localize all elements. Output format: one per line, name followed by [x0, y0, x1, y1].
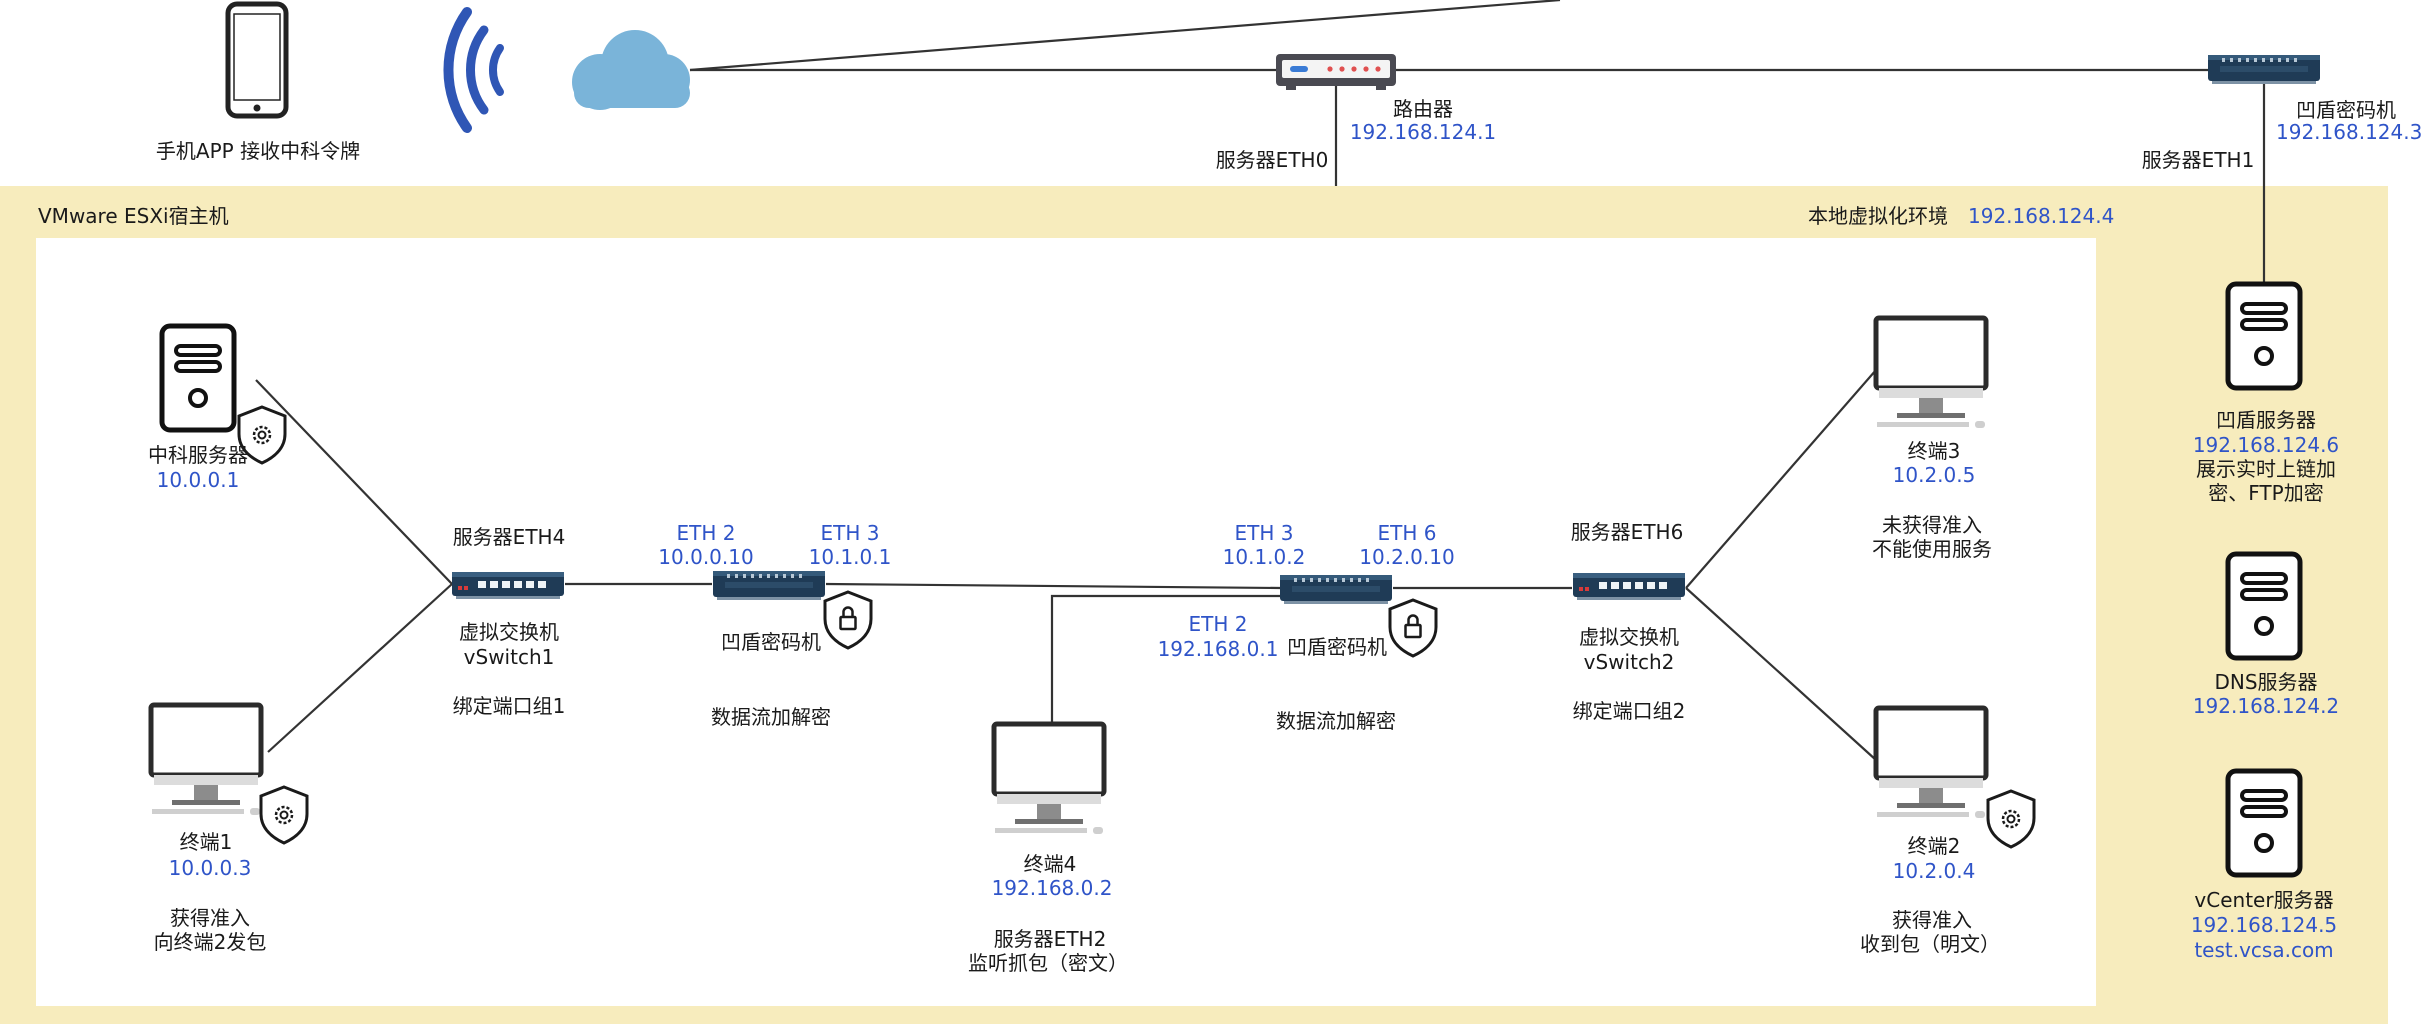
- terminal2-label: 终端2: [1907, 834, 1961, 858]
- terminal4-ip: 192.168.0.2: [991, 876, 1113, 900]
- vcenter-server-host: test.vcsa.com: [2194, 938, 2334, 962]
- link-cloud-top-right: [689, 0, 1561, 72]
- crypto-machine-icon: [713, 571, 825, 600]
- server-icon: [2228, 771, 2300, 875]
- terminal1-note1: 获得准入: [170, 906, 250, 930]
- server-icon: [2228, 554, 2300, 658]
- crypto-machine-icon: [2208, 55, 2320, 84]
- crypto2-eth-b: ETH 6: [1377, 521, 1437, 545]
- crypto1-ip-b: 10.1.0.1: [808, 545, 892, 569]
- link-terminal1-vswitch1: [267, 583, 453, 753]
- wifi-icon: [443, 7, 504, 133]
- crypto2-ip-a: 10.1.0.2: [1222, 545, 1306, 569]
- terminal3-ip: 10.2.0.5: [1892, 463, 1976, 487]
- zk-server-ip: 10.0.0.1: [156, 468, 240, 492]
- vswitch2-port: 服务器ETH6: [1570, 520, 1684, 544]
- phone-label: 手机APP 接收中科令牌: [155, 139, 361, 163]
- crypto2-ip-c: 192.168.0.1: [1157, 637, 1279, 661]
- terminal3-label: 终端3: [1907, 439, 1961, 463]
- link-crypto1-crypto2: [825, 582, 1281, 590]
- phone-icon: [225, 1, 289, 119]
- terminal4-label: 终端4: [1023, 852, 1077, 876]
- vswitch2-name1: 虚拟交换机: [1579, 625, 1679, 649]
- aodun-server-desc1: 展示实时上链加: [2196, 457, 2336, 481]
- env-label: 本地虚拟化环境: [1808, 204, 1948, 228]
- vswitch1-name2: vSwitch1: [463, 645, 555, 669]
- crypto2-note: 数据流加解密: [1276, 709, 1396, 733]
- aodun-server-label: 凹盾服务器: [2216, 408, 2316, 432]
- crypto2-label: 凹盾密码机: [1287, 635, 1387, 659]
- connection-lines: [255, 0, 2266, 761]
- terminal4-note1: 服务器ETH2: [993, 927, 1107, 951]
- crypto1-ip-a: 10.0.0.10: [658, 545, 754, 569]
- vswitch1-group: 绑定端口组1: [452, 694, 566, 718]
- aodun-server-ip: 192.168.124.6: [2192, 433, 2340, 457]
- terminal4-note2: 监听抓包（密文）: [968, 951, 1128, 975]
- crypto1-eth-a: ETH 2: [676, 521, 736, 545]
- vcenter-server-ip: 192.168.124.5: [2190, 913, 2338, 937]
- link-vswitch2-terminal3: [1685, 369, 1877, 589]
- vswitch2-name2: vSwitch2: [1583, 650, 1675, 674]
- crypto2-eth-c: ETH 2: [1188, 612, 1248, 636]
- dns-server-label: DNS服务器: [2214, 670, 2318, 694]
- terminal1-note2: 向终端2发包: [153, 930, 267, 954]
- dns-server-ip: 192.168.124.2: [2192, 694, 2340, 718]
- zk-server-label: 中科服务器: [148, 443, 248, 467]
- router-ip: 192.168.124.1: [1349, 120, 1497, 144]
- terminal2-note2: 收到包（明文）: [1860, 932, 2000, 956]
- link-terminal4-crypto2: [1050, 594, 1280, 722]
- cloud-icon: [572, 30, 690, 110]
- terminal1-ip: 10.0.0.3: [168, 856, 252, 880]
- vswitch1-port: 服务器ETH4: [452, 525, 566, 549]
- terminal1-label: 终端1: [179, 830, 233, 854]
- crypto1-label: 凹盾密码机: [721, 630, 821, 654]
- right-crypto-ip: 192.168.124.3: [2276, 120, 2422, 144]
- server-icon: [162, 326, 234, 430]
- vcenter-server-label: vCenter服务器: [2194, 888, 2334, 912]
- link-vswitch2-terminal2: [1685, 587, 1877, 761]
- crypto-machine-icon: [1280, 575, 1392, 604]
- esxi-host-title: VMware ESXi宿主机: [38, 204, 229, 228]
- crypto1-note: 数据流加解密: [711, 705, 831, 729]
- right-crypto-label: 凹盾密码机: [2296, 98, 2396, 122]
- terminal2-ip: 10.2.0.4: [1892, 859, 1976, 883]
- crypto2-eth-a: ETH 3: [1234, 521, 1294, 545]
- server-icon: [2228, 284, 2300, 388]
- env-ip: 192.168.124.4: [1968, 204, 2115, 228]
- switch-icon: [452, 572, 564, 599]
- terminal3-note1: 未获得准入: [1882, 513, 1982, 537]
- router-port-label: 服务器ETH0: [1215, 148, 1329, 172]
- terminal3-note2: 不能使用服务: [1872, 537, 1992, 561]
- crypto2-ip-b: 10.2.0.10: [1359, 545, 1455, 569]
- link-zkserver-vswitch1: [255, 379, 453, 585]
- crypto1-eth-b: ETH 3: [820, 521, 880, 545]
- vswitch1-name1: 虚拟交换机: [459, 620, 559, 644]
- router-icon: [1276, 54, 1396, 90]
- router-label: 路由器: [1393, 97, 1453, 121]
- right-crypto-port-label: 服务器ETH1: [2141, 148, 2255, 172]
- terminal2-note1: 获得准入: [1892, 908, 1972, 932]
- virtual-environment-area: [36, 238, 2096, 1006]
- switch-icon: [1573, 573, 1685, 600]
- aodun-server-desc2: 密、FTP加密: [2208, 481, 2324, 505]
- vswitch2-group: 绑定端口组2: [1572, 699, 1686, 723]
